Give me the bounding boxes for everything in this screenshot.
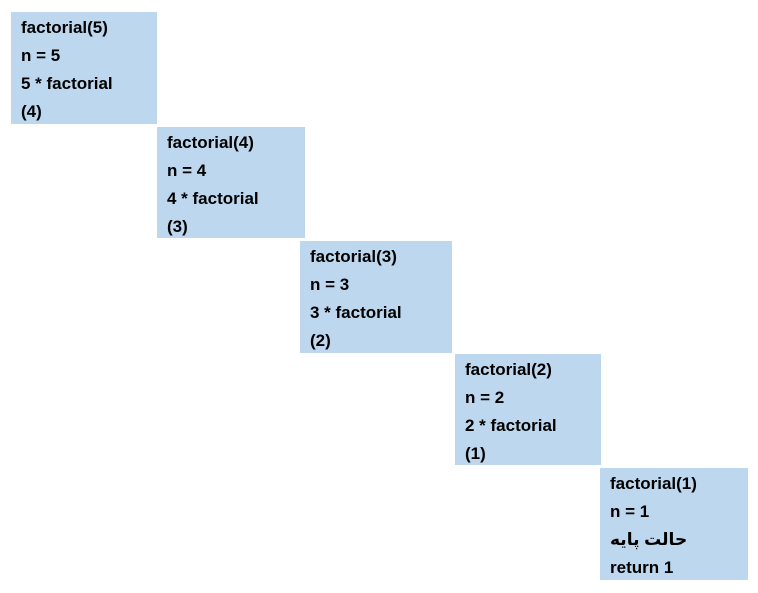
frame-expression-arg: (3) (167, 217, 188, 236)
stack-frame-factorial-1: factorial(1) n = 1 حالت پایه return 1 (600, 468, 748, 580)
frame-variable-label: n = 2 (465, 388, 505, 407)
frame-call-label: factorial(5) (21, 18, 108, 37)
frame-expression-label: 3 * factorial (310, 303, 402, 322)
stack-frame-factorial-3: factorial(3) n = 3 3 * factorial (2) (300, 241, 452, 353)
frame-expression-label: 2 * factorial (465, 416, 557, 435)
stack-frame-factorial-2: factorial(2) n = 2 2 * factorial (1) (455, 354, 601, 465)
stack-frame-factorial-5: factorial(5) n = 5 5 * factorial (4) (11, 12, 157, 124)
frame-variable-label: n = 5 (21, 46, 61, 65)
frame-variable-label: n = 1 (610, 502, 650, 521)
frame-variable-label: n = 3 (310, 275, 350, 294)
frame-return-label: return 1 (610, 558, 674, 577)
frame-base-case-label: حالت پایه (610, 530, 688, 549)
frame-expression-label: 4 * factorial (167, 189, 259, 208)
frame-call-label: factorial(3) (310, 247, 397, 266)
frame-expression-label: 5 * factorial (21, 74, 113, 93)
frame-expression-arg: (2) (310, 331, 331, 350)
frame-expression-arg: (1) (465, 444, 486, 463)
stack-frame-factorial-4: factorial(4) n = 4 4 * factorial (3) (157, 127, 305, 238)
frame-call-label: factorial(1) (610, 474, 697, 493)
frame-call-label: factorial(2) (465, 360, 552, 379)
frame-variable-label: n = 4 (167, 161, 207, 180)
frame-call-label: factorial(4) (167, 133, 254, 152)
frame-expression-arg: (4) (21, 102, 42, 121)
